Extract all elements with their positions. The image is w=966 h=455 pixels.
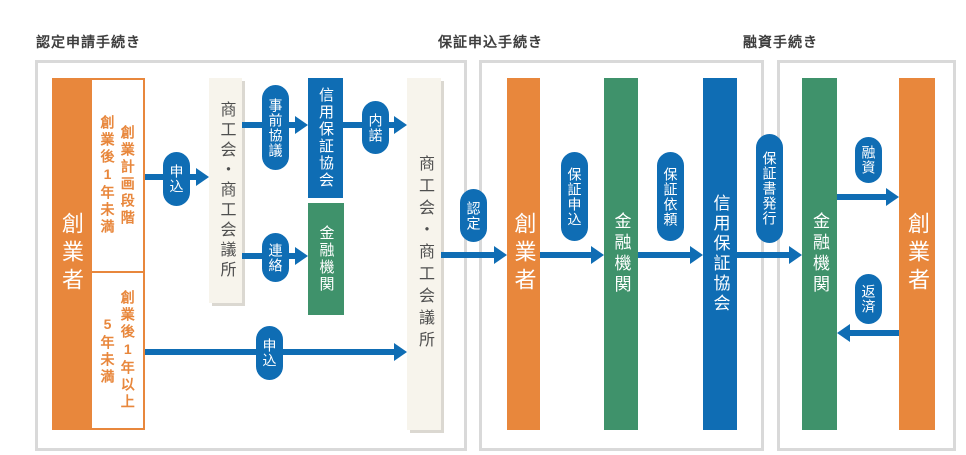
section-title-guarantee-application: 保証申込手続き xyxy=(438,34,543,50)
label-guarantee-request: 保証依頼 xyxy=(657,152,684,241)
label-contact: 連絡 xyxy=(262,233,289,282)
chamber-of-commerce-left: 商工会・商工会議所 xyxy=(209,78,242,303)
chamber-of-commerce-right: 商工会・商工会議所 xyxy=(407,78,441,430)
label-prior-consult: 事前協議 xyxy=(262,85,289,170)
label-apply-bottom: 申込 xyxy=(256,326,283,380)
financial-institution-bar-3: 金融機関 xyxy=(802,78,837,430)
label-informal-consent: 内諾 xyxy=(362,101,389,154)
label-guarantee-issue: 保証書発行 xyxy=(756,134,783,243)
label-certification: 認定 xyxy=(460,189,487,242)
arrow-guarantee-apply xyxy=(540,246,604,264)
label-apply-top: 申込 xyxy=(163,152,190,206)
arrow-loan xyxy=(837,188,899,206)
founder-category-box: 創業計画段階 創業後1年未満 創業後1年以上 5年未満 xyxy=(90,78,145,430)
label-repayment: 返済 xyxy=(855,274,882,324)
section-title-certification: 認定申請手続き xyxy=(36,34,141,50)
financial-institution-bar-2: 金融機関 xyxy=(604,78,638,430)
arrow-guarantee-request xyxy=(638,246,703,264)
founder-bar-3: 創業者 xyxy=(899,78,935,430)
credit-guarantee-bar-2: 信用保証協会 xyxy=(703,78,737,430)
founder-bar-2: 創業者 xyxy=(507,78,540,430)
arrow-certification xyxy=(441,246,507,264)
arrow-repayment xyxy=(837,324,899,342)
arrow-guarantee-issue xyxy=(737,246,802,264)
category-under-1-year: 創業計画段階 創業後1年未満 xyxy=(92,80,143,273)
founder-bar-1: 創業者 xyxy=(52,78,90,430)
category-1-to-5-years: 創業後1年以上 5年未満 xyxy=(99,290,136,411)
section-title-loan: 融資手続き xyxy=(743,34,818,50)
label-loan: 融資 xyxy=(855,137,882,183)
label-guarantee-apply: 保証申込 xyxy=(561,152,588,241)
credit-guarantee-box-1: 信用保証協会 xyxy=(308,78,343,198)
financial-institution-box-1: 金融機関 xyxy=(308,203,344,315)
